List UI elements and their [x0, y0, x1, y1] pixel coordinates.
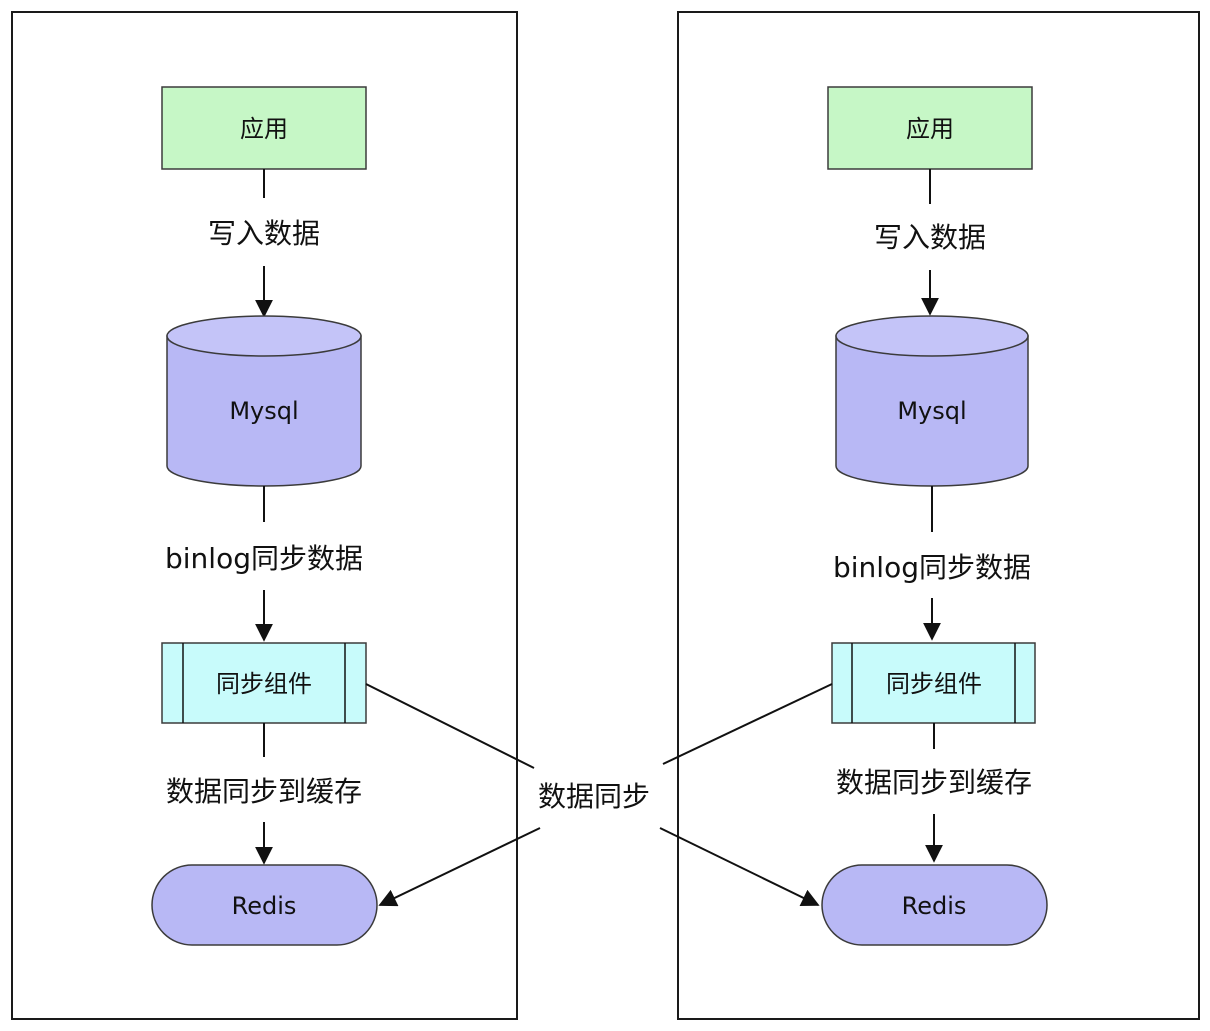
cross-arrow-to-left-redis	[378, 827, 541, 907]
right-sync-label: 同步组件	[886, 670, 982, 698]
left-mysql-top	[166, 315, 362, 357]
right-mysql-label: Mysql	[897, 397, 966, 425]
left-mysql-body	[166, 335, 362, 487]
right-mysql-top	[835, 315, 1029, 357]
left-redis-label: Redis	[232, 892, 297, 920]
right-app-box	[827, 86, 1033, 170]
right-app-label: 应用	[906, 115, 954, 143]
left-panel: 应用 写入数据 Mysql binlog同步数据 同步组件 数据同步到缓存 Re…	[11, 11, 518, 1020]
right-sync-component	[831, 642, 1036, 724]
left-sync-component	[161, 642, 367, 724]
right-cache-sync-label: 数据同步到缓存	[836, 766, 1032, 799]
left-mysql-db	[166, 315, 362, 487]
left-cache-sync-label: 数据同步到缓存	[166, 775, 362, 808]
cross-line-left-sync-in	[365, 683, 535, 769]
left-binlog-label: binlog同步数据	[165, 542, 363, 575]
right-panel: 应用 写入数据 Mysql binlog同步数据 同步组件 数据同步到缓存 Re…	[677, 11, 1200, 1020]
right-mysql-db	[835, 315, 1029, 487]
right-write-label: 写入数据	[874, 221, 986, 254]
right-redis-label: Redis	[902, 892, 967, 920]
cross-line-right-sync-in	[662, 683, 833, 765]
right-mysql-body	[835, 335, 1029, 487]
left-app-box	[161, 86, 367, 170]
left-mysql-label: Mysql	[229, 397, 298, 425]
right-binlog-label: binlog同步数据	[833, 551, 1031, 584]
left-sync-label: 同步组件	[216, 670, 312, 698]
cross-arrow-to-right-redis	[659, 827, 820, 906]
left-app-label: 应用	[240, 115, 288, 143]
right-sync-box	[831, 642, 1036, 724]
left-sync-box	[161, 642, 367, 724]
cross-sync: 数据同步	[365, 683, 833, 907]
left-write-label: 写入数据	[208, 217, 320, 250]
cross-sync-label: 数据同步	[538, 780, 650, 813]
right-redis-node	[821, 864, 1048, 946]
left-redis-node	[151, 864, 378, 946]
